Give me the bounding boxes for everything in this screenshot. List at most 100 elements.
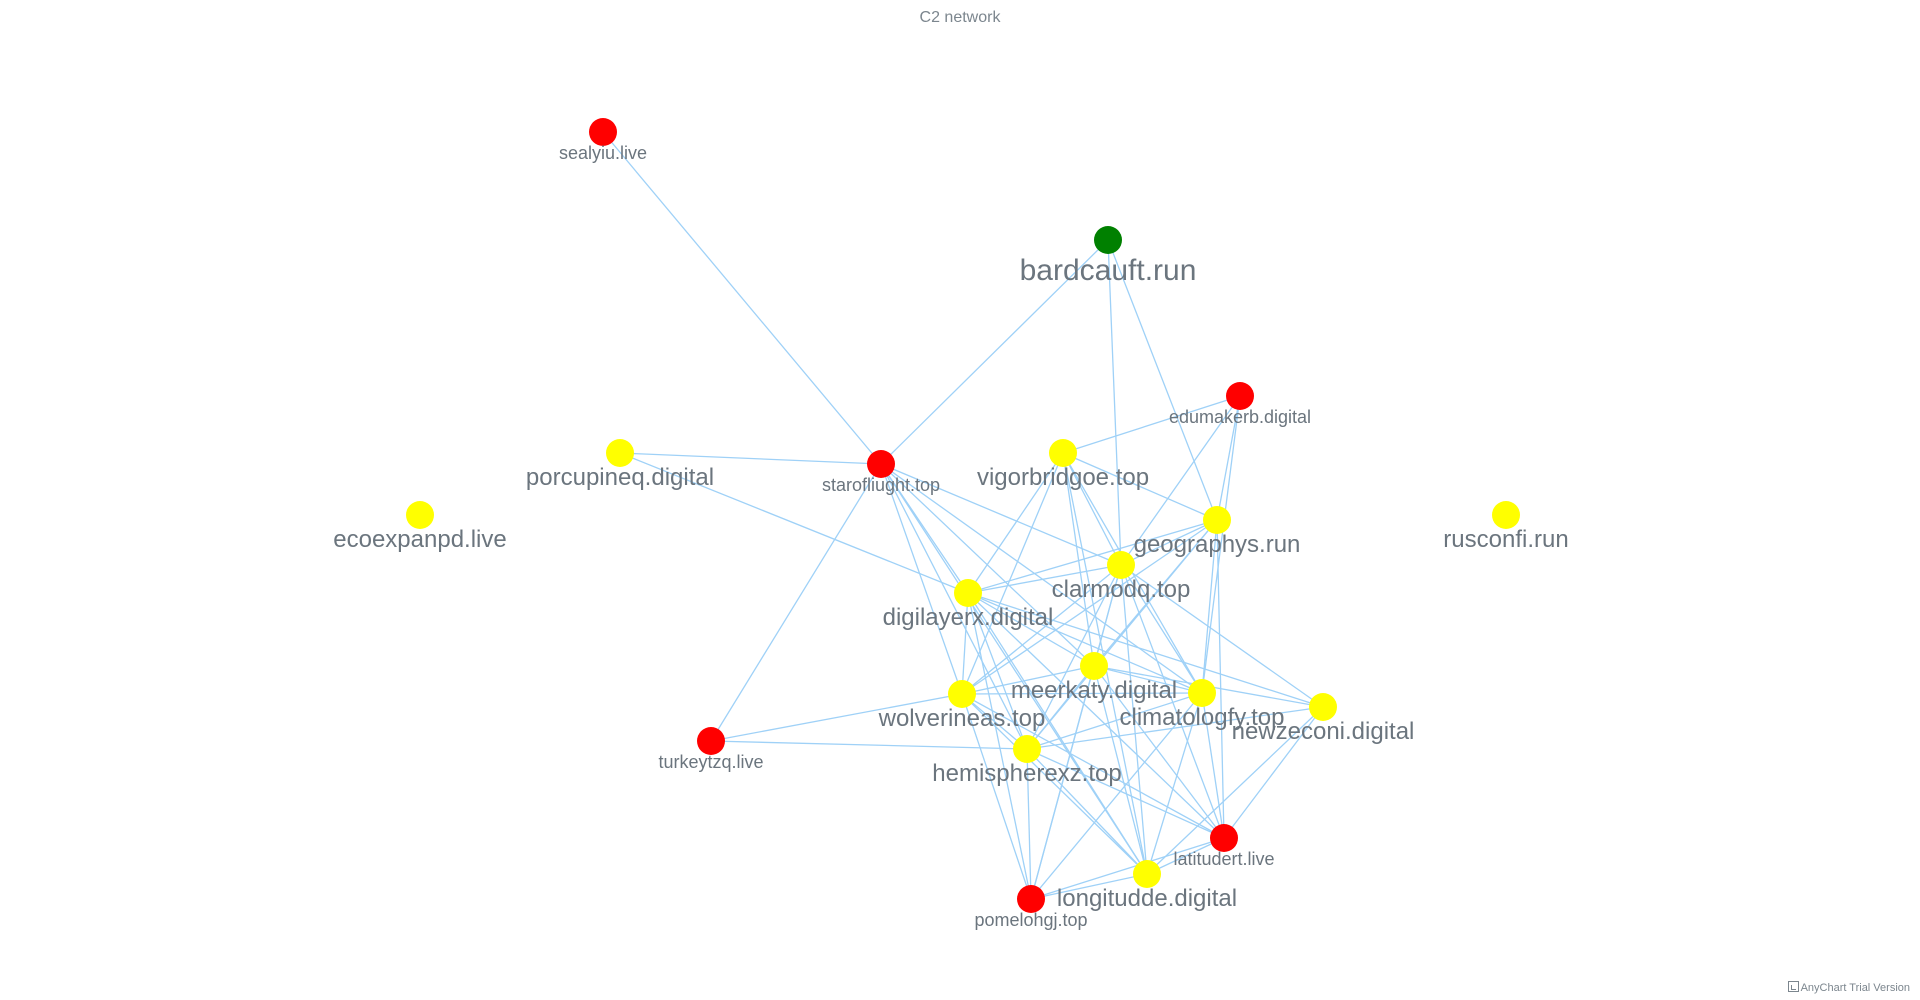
- node-circle[interactable]: [406, 501, 434, 529]
- node-sealyiu-live[interactable]: sealyiu.live: [559, 118, 647, 163]
- edge-digilayerx-digital-to-hemispherexz-top: [967, 592, 1028, 750]
- edge-edumakerb-digital-to-climatologfy-top: [1201, 395, 1241, 694]
- edges-layer: [602, 131, 1324, 900]
- node-label: digilayerx.digital: [883, 604, 1054, 631]
- edge-wolverineas-top-to-longitudde-digital: [961, 693, 1148, 875]
- node-edumakerb-digital[interactable]: edumakerb.digital: [1169, 382, 1311, 427]
- edge-meerkaty-digital-to-climatologfy-top: [1093, 665, 1203, 694]
- node-porcupineq-digital[interactable]: porcupineq.digital: [526, 439, 714, 491]
- edge-vigorbridgoe-top-to-clarmodq-top: [1062, 452, 1122, 566]
- node-label: longitudde.digital: [1057, 885, 1237, 912]
- node-circle[interactable]: [1226, 382, 1254, 410]
- edge-edumakerb-digital-to-clarmodq-top: [1120, 395, 1241, 566]
- edge-edumakerb-digital-to-geographys-run: [1216, 395, 1241, 521]
- edge-hemispherexz-top-to-longitudde-digital: [1026, 748, 1148, 875]
- edge-sealyiu-live-to-starofliught-top: [602, 131, 882, 465]
- edge-longitudde-digital-to-pomelohgj-top: [1030, 873, 1148, 900]
- edge-starofliught-top-to-longitudde-digital: [880, 463, 1148, 875]
- edge-digilayerx-digital-to-wolverineas-top: [961, 592, 969, 695]
- node-hemispherexz-top[interactable]: hemispherexz.top: [932, 735, 1122, 787]
- node-digilayerx-digital[interactable]: digilayerx.digital: [883, 579, 1054, 631]
- node-label: sealyiu.live: [559, 143, 647, 163]
- edge-newzeconi-digital-to-latitudert-live: [1223, 706, 1324, 839]
- node-circle[interactable]: [1203, 506, 1231, 534]
- node-starofliught-top[interactable]: starofliught.top: [822, 450, 940, 495]
- edge-geographys-run-to-digilayerx-digital: [967, 519, 1218, 594]
- edge-clarmodq-top-to-wolverineas-top: [961, 564, 1122, 695]
- node-circle[interactable]: [1094, 226, 1122, 254]
- edge-clarmodq-top-to-newzeconi-digital: [1120, 564, 1324, 708]
- edge-meerkaty-digital-to-longitudde-digital: [1093, 665, 1148, 875]
- edge-geographys-run-to-climatologfy-top: [1201, 519, 1218, 694]
- node-climatologfy-top[interactable]: climatologfy.top: [1120, 679, 1285, 731]
- node-label: meerkaty.digital: [1011, 677, 1177, 704]
- edge-geographys-run-to-latitudert-live: [1216, 519, 1225, 839]
- node-label: porcupineq.digital: [526, 464, 714, 491]
- node-circle[interactable]: [1210, 824, 1238, 852]
- edge-newzeconi-digital-to-longitudde-digital: [1146, 706, 1324, 875]
- node-circle[interactable]: [1013, 735, 1041, 763]
- node-vigorbridgoe-top[interactable]: vigorbridgoe.top: [977, 439, 1149, 491]
- edge-bardcauft-run-to-clarmodq-top: [1107, 239, 1122, 566]
- edge-digilayerx-digital-to-climatologfy-top: [967, 592, 1203, 694]
- edge-wolverineas-top-to-hemispherexz-top: [961, 693, 1028, 750]
- edge-bardcauft-run-to-starofliught-top: [880, 239, 1109, 465]
- edge-porcupineq-digital-to-digilayerx-digital: [619, 452, 969, 594]
- edge-wolverineas-top-to-turkeytzq-live: [710, 693, 963, 742]
- node-label: rusconfi.run: [1443, 526, 1568, 553]
- edge-digilayerx-digital-to-longitudde-digital: [967, 592, 1148, 875]
- nodes-layer: sealyiu.live bardcauft.run edumakerb.digit…: [333, 118, 1569, 930]
- node-circle[interactable]: [1188, 679, 1216, 707]
- node-circle[interactable]: [1049, 439, 1077, 467]
- edge-turkeytzq-live-to-hemispherexz-top: [710, 740, 1028, 750]
- node-circle[interactable]: [697, 727, 725, 755]
- edge-climatologfy-top-to-longitudde-digital: [1146, 692, 1203, 875]
- node-label: hemispherexz.top: [932, 760, 1121, 787]
- node-circle[interactable]: [1080, 652, 1108, 680]
- node-circle[interactable]: [606, 439, 634, 467]
- edge-digilayerx-digital-to-latitudert-live: [967, 592, 1225, 839]
- node-longitudde-digital[interactable]: longitudde.digital: [1057, 860, 1237, 912]
- edge-hemispherexz-top-to-pomelohgj-top: [1026, 748, 1032, 900]
- node-circle[interactable]: [1492, 501, 1520, 529]
- node-clarmodq-top[interactable]: clarmodq.top: [1052, 551, 1191, 603]
- edge-newzeconi-digital-to-hemispherexz-top: [1026, 706, 1324, 750]
- edge-starofliught-top-to-climatologfy-top: [880, 463, 1203, 694]
- node-geographys-run[interactable]: geographys.run: [1134, 506, 1301, 558]
- edge-starofliught-top-to-hemispherexz-top: [880, 463, 1028, 750]
- node-circle[interactable]: [948, 680, 976, 708]
- node-circle[interactable]: [1309, 693, 1337, 721]
- edge-digilayerx-digital-to-newzeconi-digital: [967, 592, 1324, 708]
- node-rusconfi-run[interactable]: rusconfi.run: [1443, 501, 1569, 553]
- node-meerkaty-digital[interactable]: meerkaty.digital: [1011, 652, 1177, 704]
- node-pomelohgj-top[interactable]: pomelohgj.top: [974, 885, 1088, 930]
- node-circle[interactable]: [1133, 860, 1161, 888]
- node-label: newzeconi.digital: [1232, 718, 1415, 745]
- chart-icon: [1787, 981, 1799, 992]
- node-circle[interactable]: [589, 118, 617, 146]
- edge-porcupineq-digital-to-starofliught-top: [619, 452, 882, 465]
- node-newzeconi-digital[interactable]: newzeconi.digital: [1232, 693, 1415, 745]
- edge-starofliught-top-to-wolverineas-top: [880, 463, 963, 695]
- node-turkeytzq-live[interactable]: turkeytzq.live: [658, 727, 764, 772]
- node-wolverineas-top[interactable]: wolverineas.top: [878, 680, 1046, 732]
- edge-geographys-run-to-meerkaty-digital: [1093, 519, 1218, 667]
- edge-vigorbridgoe-top-to-geographys-run: [1062, 452, 1218, 521]
- edge-clarmodq-top-to-hemispherexz-top: [1026, 564, 1122, 750]
- node-latitudert-live[interactable]: latitudert.live: [1173, 824, 1275, 869]
- edge-digilayerx-digital-to-meerkaty-digital: [967, 592, 1095, 667]
- node-ecoexpanpd-live[interactable]: ecoexpanpd.live: [333, 501, 507, 553]
- node-circle[interactable]: [867, 450, 895, 478]
- node-circle[interactable]: [954, 579, 982, 607]
- trial-credit[interactable]: AnyChart Trial Version: [1787, 981, 1910, 994]
- edge-starofliught-top-to-clarmodq-top: [880, 463, 1122, 566]
- trial-credit-text: AnyChart Trial Version: [1800, 982, 1910, 994]
- node-circle[interactable]: [1107, 551, 1135, 579]
- edge-bardcauft-run-to-geographys-run: [1107, 239, 1218, 521]
- node-bardcauft-run[interactable]: bardcauft.run: [1020, 226, 1197, 287]
- node-circle[interactable]: [1017, 885, 1045, 913]
- edge-hemispherexz-top-to-latitudert-live: [1026, 748, 1225, 839]
- node-label: starofliught.top: [822, 475, 940, 495]
- node-label: wolverineas.top: [878, 705, 1046, 732]
